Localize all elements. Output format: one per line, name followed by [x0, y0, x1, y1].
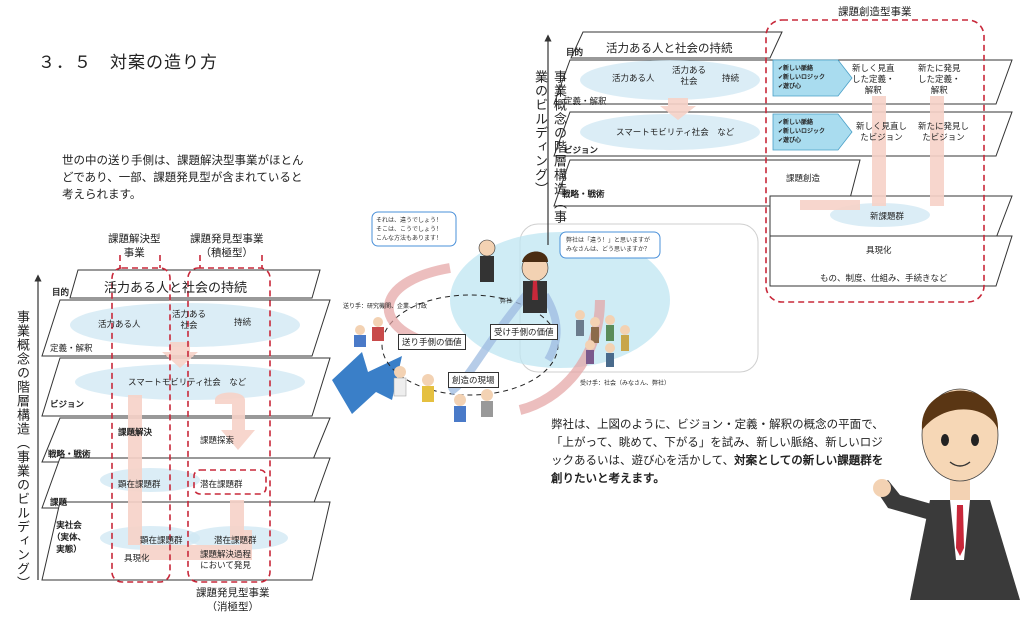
left-latent-issue: 潜在課題群	[214, 536, 257, 546]
left-level-vision: ビジョン	[50, 400, 85, 410]
left-realize: 具現化	[124, 554, 150, 564]
left-smart-mobility: スマートモビリティ社会 など	[128, 378, 247, 388]
right-top-bar-text: 活力ある人と社会の持続	[606, 41, 733, 55]
company-label: 弊社	[500, 298, 513, 305]
creation-field-box: 創造の現場	[448, 372, 499, 388]
right-layer-diagram	[544, 19, 1013, 303]
right-puzzle-sustain: 持続	[722, 74, 740, 84]
bubble-left-text: それは、違うでしょう！ そこは、こうでしょう！ こんな方法もあります！	[376, 217, 443, 242]
receiver-value-box: 受け手側の価値	[490, 324, 558, 340]
left-level-real: 実社会 （実体、 実態）	[52, 521, 87, 555]
new-vision-found: 新たに発見し たビジョン	[918, 122, 970, 143]
left-solve: 課題解決	[118, 428, 153, 438]
businessman-figures	[478, 239, 549, 313]
label-find-active: 課題発見型事業 （積極型）	[190, 233, 264, 259]
right-level-definition: 定義・解釈	[564, 97, 607, 107]
explanation-paragraph: 弊社は、上図のように、ビジョン・定義・解釈の概念の平面で、「上がって、眺めて、下…	[551, 415, 891, 487]
left-found-in-process: 課題解決過程 において発見	[200, 550, 252, 571]
right-realize-label: 具現化	[866, 246, 892, 256]
right-level-strategy: 戦略・戦術	[562, 190, 605, 200]
left-manifest-issue: 顕在課題群	[140, 536, 183, 546]
left-top-bar-text: 活力ある人と社会の持続	[104, 281, 248, 296]
right-puzzle-society: 活力ある 社会	[672, 66, 707, 87]
left-latent-group: 潜在課題群	[200, 480, 243, 490]
left-puzzle-sustain: 持続	[234, 318, 252, 328]
new-vision-reviewed: 新しく見直し たビジョン	[856, 122, 908, 143]
new-definition-found: 新たに発見 した定義・ 解釈	[918, 64, 961, 96]
right-puzzle-people: 活力ある人	[612, 74, 655, 84]
left-manifest-group: 顕在課題群	[118, 480, 161, 490]
sender-caption: 送り手：研究機関、企業、行政	[343, 303, 428, 310]
left-level-issue: 課題	[50, 498, 68, 508]
left-level-purpose: 目的	[52, 288, 70, 298]
presenter-illustration	[873, 388, 1020, 600]
audience-figures	[354, 310, 630, 422]
right-smart-mobility: スマートモビリティ社会 など	[616, 128, 735, 138]
bubble-right-text: 弊社は「違う！」と思いますが みなさんは、どう思いますか？	[566, 237, 651, 253]
things-label: もの、制度、仕組み、手続きなど	[820, 274, 948, 284]
sender-value-box: 送り手側の価値	[398, 334, 466, 350]
checklist-mid: ✔新しい脈絡 ✔新しいロジック ✔遊び心	[778, 119, 826, 144]
left-vertical-label: 事業概念の階層構造（事業のビルディング）	[14, 310, 29, 590]
left-level-definition: 定義・解釈	[50, 344, 93, 354]
left-layer-diagram	[34, 255, 331, 583]
page-heading: ３．５ 対案の造り方	[38, 53, 218, 73]
right-level-vision: ビジョン	[564, 146, 599, 156]
right-level-purpose: 目的	[566, 48, 584, 58]
issue-creation-label: 課題創造	[786, 174, 821, 184]
checklist-top: ✔新しい脈絡 ✔新しいロジック ✔遊び心	[778, 65, 826, 90]
explanation-bold: 対案としての新しい課題群を創りたいと考えます。	[551, 453, 884, 485]
new-definition-reviewed: 新しく見直 した定義・ 解釈	[852, 64, 895, 96]
left-puzzle-society: 活力ある 社会	[172, 310, 207, 331]
label-find-passive: 課題発見型事業 （消極型）	[196, 587, 270, 613]
left-explore: 課題探索	[200, 436, 235, 446]
left-puzzle-people: 活力ある人	[98, 320, 141, 330]
center-illustration	[332, 211, 759, 422]
right-vertical-label: 事業概念の階層構造（事業のビルディング）	[532, 70, 566, 224]
left-level-strategy: 戦略・戦術	[48, 450, 91, 460]
intro-text: 世の中の送り手側は、課題解決型事業がほとんどであり、一部、課題発見型が含まれてい…	[62, 153, 304, 201]
receiver-caption: 受け手：社会（みなさん、弊社）	[580, 380, 671, 387]
new-issues-label: 新課題群	[870, 212, 905, 222]
explanation-normal: 弊社は、上図のように、ビジョン・定義・解釈の概念の平面で、「上がって、眺めて、下…	[551, 417, 884, 467]
right-title: 課題創造型事業	[838, 6, 912, 18]
label-solve-type: 課題解決型 事業	[108, 233, 161, 259]
